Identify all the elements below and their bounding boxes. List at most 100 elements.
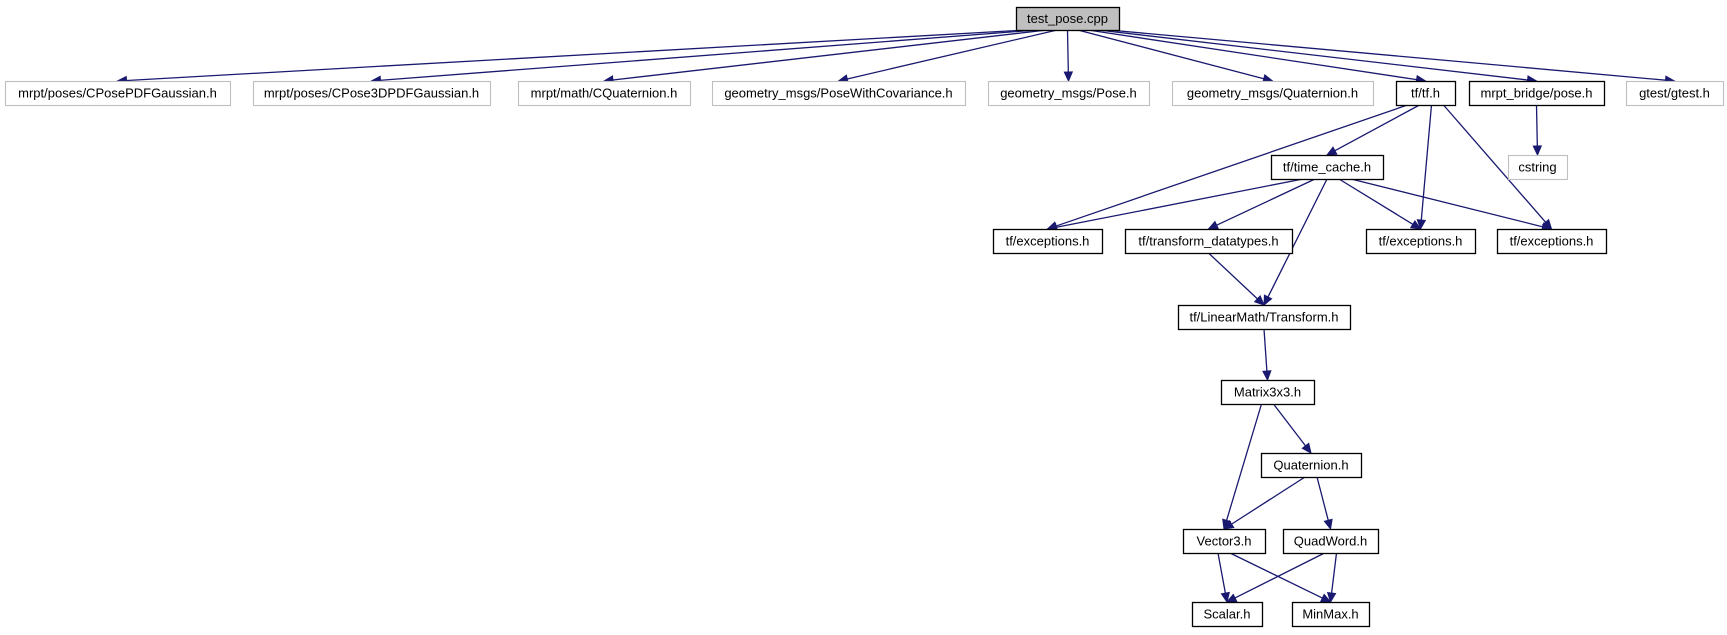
node-label: tf/exceptions.h [1379,234,1463,249]
edge-line [1225,403,1263,521]
node-geometry-msgs-pose-h-n5[interactable]: geometry_msgs/Pose.h [987,80,1151,107]
node-box [1270,154,1385,181]
arrow-head [1263,294,1273,307]
node-label: geometry_msgs/PoseWithCovariance.h [724,86,952,101]
edge-n17-to-n19 [1222,403,1263,531]
edge-line [126,29,1027,82]
edge-line [1267,178,1328,298]
edge-line [1338,178,1414,225]
edge-n8-to-n10 [1532,104,1543,157]
node-box [1015,6,1121,32]
edge-line [1330,552,1338,594]
node-quadword-h-n20[interactable]: QuadWord.h [1282,528,1380,555]
arrow-head [1253,295,1265,306]
edge-n18-to-n19 [1222,476,1306,530]
node-label: gtest/gtest.h [1639,86,1710,101]
node-tf-tf-h-n7[interactable]: tf/tf.h [1395,80,1457,107]
node-tf-linearmath-transform-h-n16[interactable]: tf/LinearMath/Transform.h [1177,304,1352,331]
node-mrpt-poses-cpose3dpdfgaussian-h-n2[interactable]: mrpt/poses/CPose3DPDFGaussian.h [252,80,492,107]
node-tf-time-cache-h-n11[interactable]: tf/time_cache.h [1270,154,1385,181]
node-mrpt-math-cquaternion-h-n3[interactable]: mrpt/math/CQuaternion.h [517,80,692,107]
edge-line [1443,104,1547,223]
edge-n11-to-n14 [1338,178,1422,230]
arrow-head [1326,591,1337,604]
node-box [1182,528,1267,555]
edge-line [1217,552,1227,594]
node-geometry-msgs-quaternion-h-n6[interactable]: geometry_msgs/Quaternion.h [1171,80,1375,107]
arrow-head [1207,220,1220,230]
edge-line [1231,476,1306,525]
node-tf-exceptions-h-n15[interactable]: tf/exceptions.h [1496,228,1608,255]
node-box [1171,80,1375,107]
edge-line [1229,552,1323,599]
node-label: QuadWord.h [1294,534,1367,549]
edge-line [1535,104,1538,147]
node-label: Vector3.h [1197,534,1252,549]
arrow-head [1222,519,1235,530]
node-mrpt-bridge-pose-h-n8[interactable]: mrpt_bridge/pose.h [1468,80,1606,107]
node-box [1365,228,1477,255]
node-box [4,80,232,107]
edge-n0-to-n8 [1098,29,1538,85]
node-box [252,80,492,107]
node-label: geometry_msgs/Quaternion.h [1187,86,1358,101]
arrow-head [1262,370,1272,382]
node-tf-transform-datatypes-h-n13[interactable]: tf/transform_datatypes.h [1124,228,1294,255]
edge-n7-to-n11 [1325,104,1420,156]
node-box [1177,304,1352,331]
node-mrpt-poses-cposepdfgaussian-h-n1[interactable]: mrpt/poses/CPosePDFGaussian.h [4,80,232,107]
arrow-head [1532,145,1543,157]
node-label: mrpt/math/CQuaternion.h [531,86,678,101]
node-test-pose-cpp-n0[interactable]: test_pose.cpp [1015,6,1121,32]
node-geometry-msgs-posewithcovariance-h-n4[interactable]: geometry_msgs/PoseWithCovariance.h [711,80,967,107]
node-label: cstring [1518,160,1556,175]
node-scalar-h-n21[interactable]: Scalar.h [1191,601,1264,628]
node-label: tf/transform_datatypes.h [1138,234,1278,249]
arrow-head [1063,71,1074,83]
node-minmax-h-n22[interactable]: MinMax.h [1291,601,1371,628]
node-tf-exceptions-h-n12[interactable]: tf/exceptions.h [992,228,1104,255]
nodes-layer: test_pose.cpp mrpt/poses/CPosePDFGaussian… [4,6,1725,628]
node-box [1124,228,1294,255]
edge-n13-to-n16 [1208,252,1265,306]
node-box [711,80,967,107]
node-tf-exceptions-h-n14[interactable]: tf/exceptions.h [1365,228,1477,255]
node-box [1395,80,1457,107]
node-label: mrpt/poses/CPosePDFGaussian.h [18,86,217,101]
edge-line [1420,104,1433,221]
node-matrix3x3-h-n17[interactable]: Matrix3x3.h [1220,379,1316,406]
edge-n0-to-n2 [370,29,1037,86]
node-label: tf/LinearMath/Transform.h [1189,310,1338,325]
arrow-head [1325,146,1338,156]
arrow-head [1301,442,1312,454]
edge-line [612,29,1047,81]
node-quaternion-h-n18[interactable]: Quaternion.h [1260,452,1363,479]
edge-n17-to-n18 [1272,403,1312,454]
edge-line [1208,252,1258,300]
node-box [1468,80,1606,107]
edge-line [1272,403,1307,447]
edge-n0-to-n6 [1077,29,1274,84]
node-label: geometry_msgs/Pose.h [1000,86,1137,101]
edge-n19-to-n22 [1229,552,1332,603]
edge-n7-to-n14 [1416,104,1433,231]
edge-line [1334,104,1420,152]
arrow-head [1225,593,1238,603]
node-box [1507,154,1569,181]
node-cstring-n10[interactable]: cstring [1507,154,1569,181]
edge-line [1108,29,1666,81]
edge-line [1055,104,1408,227]
edge-line [1098,29,1528,81]
node-label: tf/exceptions.h [1510,234,1594,249]
node-vector3-h-n19[interactable]: Vector3.h [1182,528,1267,555]
edge-line [380,29,1037,81]
node-label: tf/exceptions.h [1006,234,1090,249]
node-gtest-gtest-h-n9[interactable]: gtest/gtest.h [1625,80,1725,107]
edge-line [1056,178,1304,228]
node-box [992,228,1104,255]
node-box [1260,452,1363,479]
node-label: test_pose.cpp [1027,11,1108,26]
edge-line [1088,29,1417,81]
edge-line [1234,552,1325,599]
